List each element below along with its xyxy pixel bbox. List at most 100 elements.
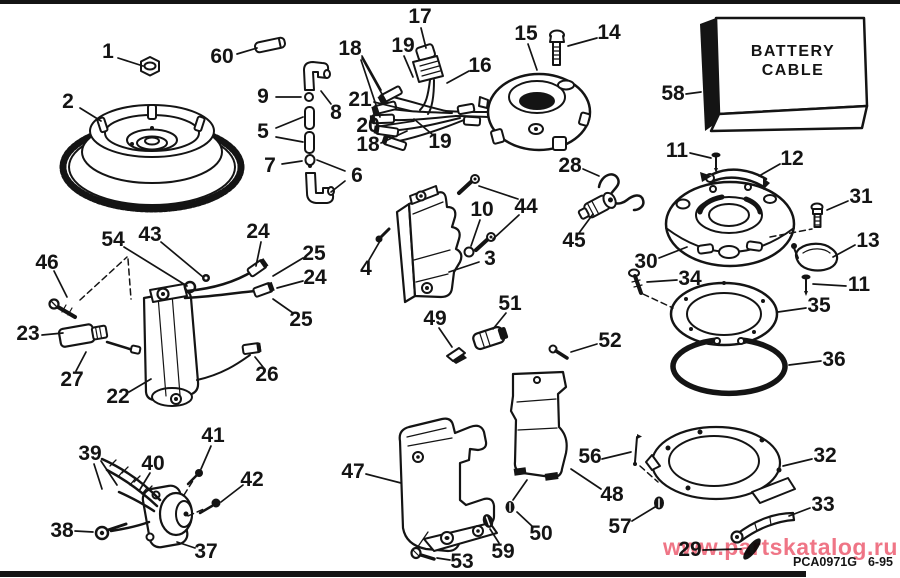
solenoid-drawing [94, 457, 194, 549]
part-label-51: 51 [498, 292, 522, 315]
part-label-4: 4 [360, 257, 372, 280]
top-border-bar [0, 0, 900, 4]
part-label-49: 49 [423, 307, 447, 330]
grommet-50-drawing [505, 501, 515, 513]
part-label-27: 27 [60, 368, 84, 391]
screw-41-drawing [186, 469, 203, 486]
part-label-57: 57 [608, 515, 632, 538]
battery-cable-box-label: BATTERY CABLE [722, 42, 864, 80]
part-label-25: 25 [289, 308, 313, 331]
part-label-54: 54 [101, 228, 125, 251]
washer-7-drawing [304, 154, 316, 168]
part-label-11: 11 [665, 139, 689, 162]
pin-56-drawing [633, 434, 642, 466]
coil-terminal-boots-drawing [246, 258, 275, 298]
part-label-34: 34 [678, 267, 702, 290]
part-label-35: 35 [807, 294, 831, 317]
plate-32-drawing [645, 425, 796, 504]
doc-code-number: PCA0971G [793, 555, 857, 569]
part-label-42: 42 [240, 468, 264, 491]
nut-43-drawing [202, 274, 210, 282]
screw-34-drawing [628, 268, 643, 295]
part-label-13: 13 [856, 229, 880, 252]
stud-4-drawing [375, 227, 391, 243]
part-label-18: 18 [338, 37, 362, 60]
grommet-49-drawing [446, 347, 467, 364]
washer-9-drawing [304, 92, 314, 102]
battery-cable-line1: BATTERY [750, 43, 836, 60]
part-label-38: 38 [50, 519, 74, 542]
part-label-41: 41 [201, 424, 225, 447]
part-label-56: 56 [578, 445, 602, 468]
part-label-9: 9 [257, 85, 269, 108]
part-label-12: 12 [780, 147, 804, 170]
ignition-coil-drawing [142, 269, 260, 407]
part-label-52: 52 [598, 329, 622, 352]
connector-51-drawing [472, 326, 509, 351]
harness-drawing [369, 43, 491, 151]
terminal-26-drawing [241, 342, 262, 355]
leader-lines [41, 27, 856, 561]
part-label-8: 8 [330, 101, 342, 124]
part-label-43: 43 [138, 223, 162, 246]
retaining-ring-36-drawing [670, 337, 788, 397]
dashed-lines [79, 228, 813, 517]
part-label-6: 6 [351, 164, 363, 187]
retainer-13-drawing [791, 242, 839, 272]
screw-46-drawing [48, 298, 77, 319]
flywheel-nut-drawing [140, 56, 160, 77]
part-label-23: 23 [16, 322, 40, 345]
part-label-19: 19 [428, 130, 452, 153]
screw-31-drawing [810, 202, 824, 228]
hose-elbow-upper-drawing [303, 61, 331, 91]
part-label-46: 46 [35, 251, 59, 274]
hose-elbow-lower-drawing [305, 172, 335, 204]
part-label-10: 10 [470, 198, 494, 221]
watermark: www.partskatalog.ru [663, 534, 898, 560]
screw-53-drawing [410, 546, 436, 561]
part-label-58: 58 [661, 82, 685, 105]
part-label-37: 37 [194, 540, 218, 563]
part-label-24: 24 [246, 220, 270, 243]
part-label-40: 40 [141, 452, 165, 475]
part-label-1: 1 [102, 40, 114, 63]
ring-35-drawing [669, 281, 779, 347]
tubes-drawing [304, 106, 315, 154]
part-label-14: 14 [597, 21, 621, 44]
power-pack-drawing [395, 185, 463, 304]
stator-screw-drawing [549, 29, 565, 66]
part-label-36: 36 [822, 348, 846, 371]
screw-44b-drawing [463, 232, 496, 258]
sleeve-drawing [254, 36, 286, 54]
document-code: PCA0971G 6-95 [793, 555, 893, 569]
part-label-19: 19 [391, 34, 415, 57]
grommet-57-drawing [654, 496, 664, 510]
part-label-24: 24 [303, 266, 327, 289]
bottom-border-bar [0, 571, 806, 577]
part-label-45: 45 [562, 229, 586, 252]
stator-drawing [478, 72, 592, 152]
part-label-18: 18 [356, 133, 380, 156]
part-label-59: 59 [491, 540, 515, 563]
flywheel-drawing [59, 104, 245, 213]
connector-23-27-drawing [57, 323, 142, 355]
washer-54-drawing [183, 280, 197, 294]
part-label-15: 15 [514, 22, 538, 45]
screw-11-upper-drawing [711, 152, 721, 173]
sensor-drawing [577, 191, 617, 220]
part-label-21: 21 [348, 88, 372, 111]
part-label-30: 30 [634, 250, 658, 273]
part-label-16: 16 [468, 54, 492, 77]
screw-11-lower-drawing [801, 274, 811, 296]
part-label-28: 28 [558, 154, 582, 177]
battery-cable-line2: CABLE [761, 62, 825, 79]
grommet-59-drawing [482, 514, 494, 528]
part-label-39: 39 [78, 442, 102, 465]
strap-33-drawing [730, 511, 796, 544]
part-label-3: 3 [484, 247, 496, 270]
plate-48-drawing [509, 370, 568, 481]
part-label-20: 20 [356, 114, 380, 137]
part-label-31: 31 [849, 185, 873, 208]
